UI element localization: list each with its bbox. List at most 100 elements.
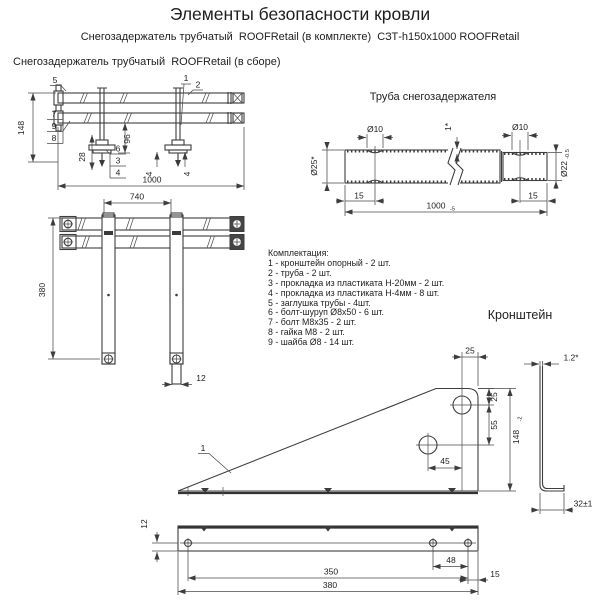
callout-tube: 2 xyxy=(187,80,203,96)
dim-offset-28: 28 xyxy=(77,135,95,170)
dim-edge-margin-label: 15 xyxy=(490,569,500,579)
bracket-bottom-view: 12 48 350 15 380 xyxy=(139,519,500,595)
callout-nut-label: 8 xyxy=(52,133,57,143)
callout-cap: 5 xyxy=(50,75,67,92)
dim-hole-span-label: 350 xyxy=(324,567,338,577)
base-plate-holes xyxy=(183,538,473,548)
page-subtitle: Снегозадержатель трубчатый ROOFRetail (в… xyxy=(80,31,520,43)
dim-hole-gap-label: 55 xyxy=(489,420,499,430)
pad4-right-label: 4 xyxy=(182,171,192,176)
dim-flange-label: 32±1 xyxy=(574,499,593,509)
dim-tube-drop-96: 96 xyxy=(118,123,132,154)
dim-dia-right: Ø22 -0.5 xyxy=(548,144,571,189)
dim-flange-32: 32±1 xyxy=(531,493,593,514)
bracket-strap-1 xyxy=(101,212,116,365)
callout-tube-label: 2 xyxy=(196,80,201,90)
tube-detail-view: Ø10 Ø10 1* Ø25* Ø22 -0.5 xyxy=(309,122,571,216)
dim-strap-width-12: 12 xyxy=(162,373,206,388)
dim-end-right-15: 15 xyxy=(511,183,556,216)
dim-tube-length-tol: -5 xyxy=(450,207,455,213)
dim-bracket-height-tol: -2 xyxy=(518,417,524,422)
dim-hole-span-350: 350 xyxy=(187,547,468,581)
parts-list-item: 2 - труба - 2 шт. xyxy=(268,267,332,278)
dim-tube-length: 1000 -5 xyxy=(345,201,547,215)
dim-height-148: 148 xyxy=(16,92,58,163)
parts-list-item: 5 - заглушка трубы - 4шт. xyxy=(268,297,371,308)
dim-hole-right-label: Ø10 xyxy=(512,122,528,132)
front-end-caps-right xyxy=(229,216,245,250)
parts-list-item: 9 - шайба Ø8 - 14 шт. xyxy=(268,337,355,348)
dim-hole-pair-48: 48 xyxy=(432,547,469,584)
callout-bolt-label: 7 xyxy=(52,109,57,119)
dim-pad4-left: 4 xyxy=(144,152,160,176)
dim-hole-offset-45: 45 xyxy=(428,456,462,471)
bracket-view-title: Кронштейн xyxy=(487,308,553,322)
dim-tube-length-label: 1000 xyxy=(427,201,446,211)
dim-hole-offset-label: 45 xyxy=(440,456,450,466)
dim-hole-left-label: Ø10 xyxy=(367,124,383,134)
parts-list-item: 4 - прокладка из пластиката Н-4мм - 8 шт… xyxy=(268,287,440,298)
dim-wall-thickness: 1* xyxy=(443,122,460,163)
bracket-side-view: 1.2* 32±1 xyxy=(524,353,593,514)
support-bracket-side-2 xyxy=(164,87,192,167)
tube-knurl-texture xyxy=(347,150,546,183)
dim-12-label: 12 xyxy=(196,373,206,383)
front-end-caps-left xyxy=(59,215,77,251)
dim-dia-left: Ø25* xyxy=(309,142,344,191)
callout-bracket-part: 1 xyxy=(198,443,232,474)
bracket-main-view: 25 25 55 148 -2 45 1 xyxy=(177,346,524,496)
parts-list-item: 1 - кронштейн опорный - 2 шт. xyxy=(268,257,391,268)
dim-hole-top-label: 25 xyxy=(489,392,499,402)
dim-base-width-380: 380 xyxy=(177,552,479,595)
tube-segment-marks xyxy=(79,92,214,124)
dim-1000-label: 1000 xyxy=(143,175,162,185)
dim-edge-margin-15: 15 xyxy=(458,569,500,583)
dim-bracket-height-148: 148 -2 xyxy=(478,388,524,492)
dim-end-right-label: 15 xyxy=(528,191,538,201)
dim-hole-edge-25: 25 xyxy=(452,346,488,386)
page-title: Элементы безопасности кровли xyxy=(169,4,431,24)
dim-dia-right-tol: -0.5 xyxy=(565,149,571,159)
dim-hole-pair-label: 48 xyxy=(446,555,456,565)
parts-list-item: 8 - гайка М8 - 2 шт. xyxy=(268,327,345,338)
tube-break-mask xyxy=(448,147,460,186)
callout-screw-label: 6 xyxy=(116,144,121,154)
dim-dia-right-label: Ø22 xyxy=(559,161,569,177)
parts-list-item: 7 - болт М8х35 - 2 шт. xyxy=(268,317,357,328)
dim-front-height-380: 380 xyxy=(37,217,100,360)
callout-bracket-part-label: 1 xyxy=(201,443,206,453)
dim-pad4-right: 4 xyxy=(182,152,192,176)
dim-length-1000: 1000 xyxy=(57,127,245,190)
dim-28-label: 28 xyxy=(77,152,87,162)
dim-740-label: 740 xyxy=(130,192,144,202)
dim-dia-left-label: Ø25* xyxy=(309,156,319,176)
callout-pad4-label: 4 xyxy=(116,168,121,178)
dim-bracket-height-label: 148 xyxy=(511,430,521,444)
assembly-view-title: Снегозадержатель трубчатый ROOFRetail (в… xyxy=(13,56,281,68)
dim-hole-left: Ø10 xyxy=(357,124,393,148)
dim-hole-gap-55: 55 xyxy=(486,405,499,445)
callout-bracket: 1 xyxy=(180,73,191,126)
pad4-left-label: 4 xyxy=(144,171,154,176)
dim-380-label: 380 xyxy=(37,283,47,297)
dim-height-148-label: 148 xyxy=(16,121,26,135)
parts-list-heading: Комплектация: xyxy=(268,248,329,258)
tube-end-caps-left xyxy=(53,84,64,132)
callout-stack-798: 7 9 8 xyxy=(47,109,71,144)
callout-bracket-label: 1 xyxy=(184,73,189,83)
parts-list-item: 3 - прокладка из пластиката Н-20мм - 2 ш… xyxy=(268,277,445,288)
dim-96-label: 96 xyxy=(122,134,132,144)
dim-plate-offset-12: 12 xyxy=(139,519,178,562)
tube-segment-marks-front xyxy=(77,217,215,249)
dim-thickness: 1.2* xyxy=(524,353,579,367)
dim-end-left-15: 15 xyxy=(336,185,384,216)
tube-view-title: Труба снегозадержателя xyxy=(369,91,497,103)
dim-wall-label: 1* xyxy=(443,122,453,131)
support-bracket-side-1 xyxy=(88,87,116,167)
dim-end-left-label: 15 xyxy=(354,191,364,201)
dim-hole-top-25: 25 xyxy=(478,388,499,405)
dim-bracket-spacing-740: 740 xyxy=(103,192,172,213)
callout-cap-label: 5 xyxy=(53,75,58,85)
